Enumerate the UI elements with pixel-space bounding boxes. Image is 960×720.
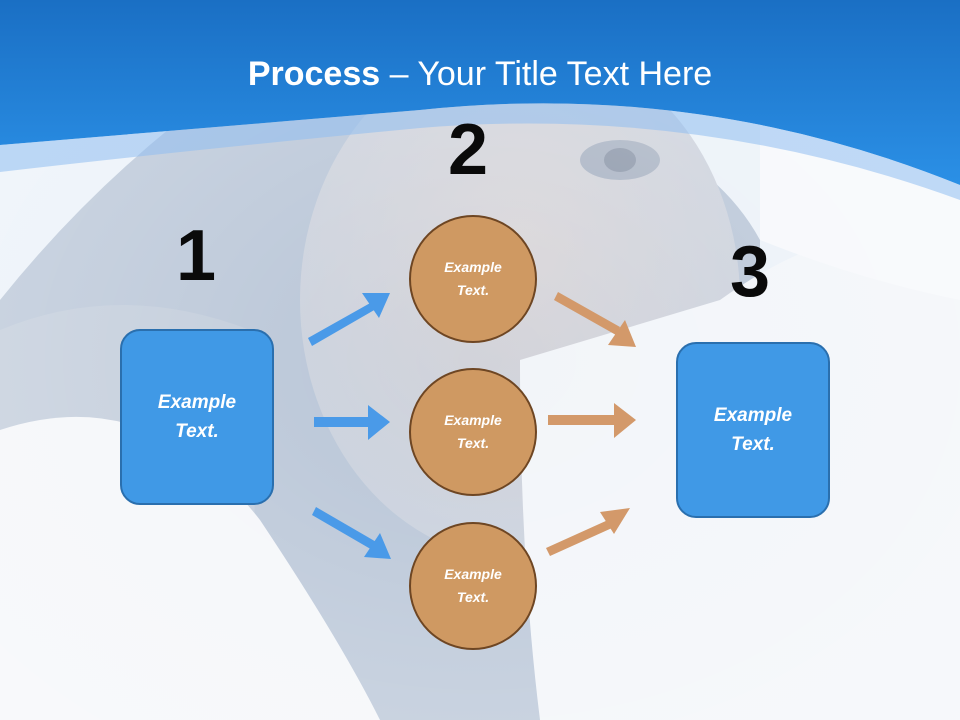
title-bold: Process (247, 55, 381, 93)
start-box-line2: Text. (175, 421, 219, 442)
circle-step-middle: Example Text. (409, 368, 537, 496)
start-box-line1: Example (157, 392, 237, 413)
start-box: Example Text. (120, 329, 274, 505)
end-box-line1: Example (713, 405, 793, 426)
title-rest: – Your Title Text Here (380, 55, 713, 93)
end-box-line2: Text. (731, 434, 775, 455)
circle-middle-line1: Example (444, 412, 502, 428)
circle-bottom-line1: Example (444, 566, 502, 582)
circle-step-top: Example Text. (409, 215, 537, 343)
circle-middle-line2: Text. (456, 435, 490, 451)
header-band (0, 0, 960, 200)
step-number-2: 2 (448, 110, 489, 190)
circle-step-bottom: Example Text. (409, 522, 537, 650)
circle-top-line2: Text. (456, 282, 490, 298)
circle-top-line1: Example (444, 259, 502, 275)
slide-title: Process – Your Title Text Here (0, 52, 960, 96)
step-number-1: 1 (176, 216, 217, 296)
end-box: Example Text. (676, 342, 830, 518)
step-number-3: 3 (730, 232, 771, 312)
circle-bottom-line2: Text. (456, 589, 490, 605)
